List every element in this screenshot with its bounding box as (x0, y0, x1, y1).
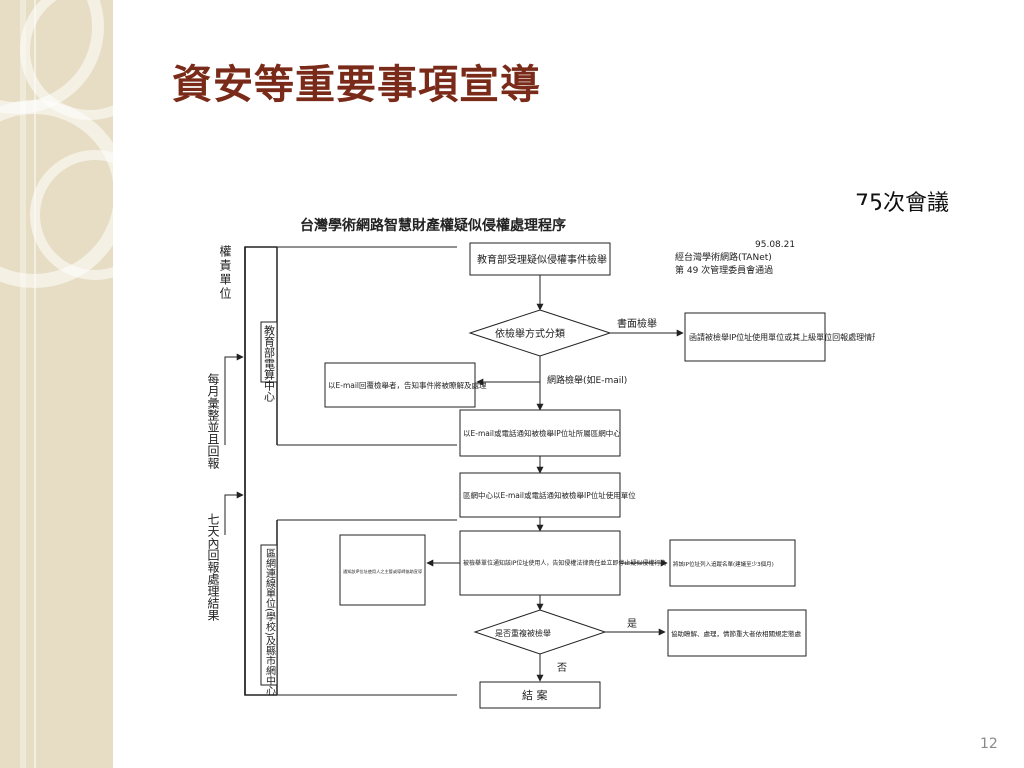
flowchart-document: 台灣學術網路智慧財產權疑似侵權處理程序 95.08.21 經台灣學術網路(TAN… (195, 205, 880, 725)
left-col-mid: 每月彙整並且回報 (206, 372, 220, 470)
box-notify-regional: 以E-mail或電話通知被檢舉IP位址所屬區網中心 (463, 428, 621, 438)
edge-yes: 是 (627, 618, 637, 630)
box-written: 函請被檢舉IP位址使用單位或其上級單位回報處理情形 (689, 332, 875, 342)
note-line2: 經台灣學術網路(TANet) (675, 251, 772, 263)
page-number: 12 (980, 736, 998, 752)
box-receive: 教育部受理疑似侵權事件檢舉 (477, 253, 607, 266)
note-line3: 第 49 次管理委員會通過 (675, 264, 773, 276)
decision-repeat: 是否重複被檢舉 (495, 628, 551, 638)
edge-written: 書面檢舉 (617, 317, 657, 330)
decorative-sidebar (0, 0, 113, 768)
box-unit-notify: 被檢舉單位通知該IP位址使用人，告知侵權法律責任並立即停止疑似侵權行為 (463, 559, 666, 567)
edge-no: 否 (557, 662, 567, 674)
decision-classify: 依檢舉方式分類 (495, 327, 565, 340)
unit-moe-label: 教育部電算中心 (263, 325, 276, 402)
box-assist: 協助瞭解、處理，情節重大者依相關規定懲處 (671, 629, 802, 638)
flowchart-heading: 台灣學術網路智慧財產權疑似侵權處理程序 (300, 217, 566, 234)
box-notify-manager: 通知該IP位址使用人之主管或導師協助宣導 (343, 568, 422, 575)
box-email-reply: 以E-mail回覆檢舉者，告知事件將被瞭解及處理 (328, 380, 487, 390)
box-tracking: 將該IP位址列入追蹤名單(建議至少3個月) (673, 560, 774, 568)
edge-network: 網路檢舉(如E-mail) (547, 374, 627, 386)
left-col-bottom: 七天內回報處理結果 (206, 513, 220, 621)
slide-title: 資安等重要事項宣導 (172, 62, 541, 108)
note-date: 95.08.21 (755, 240, 795, 250)
unit-regional-label: 區網連線單位(學校)及縣市網中心 (264, 548, 276, 696)
box-regional-notify: 區網中心以E-mail或電話通知被檢舉IP位址使用單位 (463, 490, 636, 500)
box-close: 結 案 (522, 688, 548, 702)
left-col-top: 權責單位 (218, 245, 232, 301)
